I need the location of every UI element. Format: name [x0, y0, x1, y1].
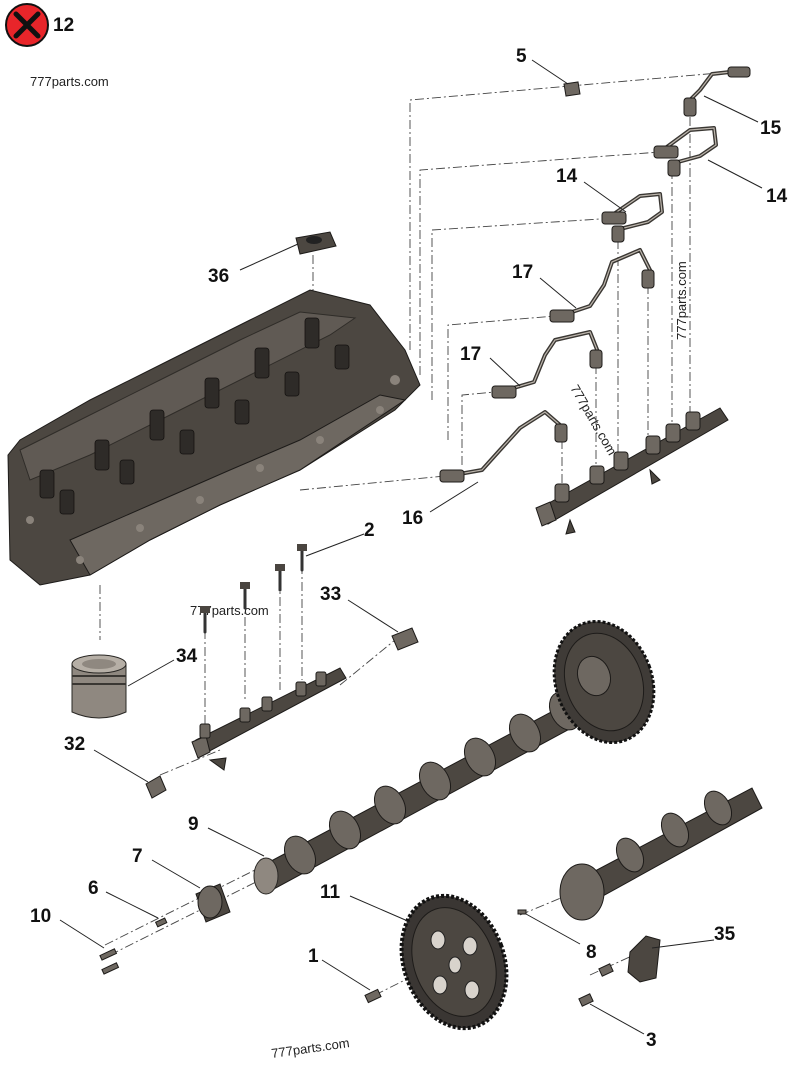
part-17-fuel-pipe-lower[interactable]: [491, 330, 603, 399]
part-3-bolt[interactable]: [578, 963, 614, 1007]
part-34-piston[interactable]: [71, 654, 127, 719]
callout-34: 34: [176, 646, 198, 667]
watermark: 777parts.com: [270, 1035, 350, 1061]
callout-8: 8: [586, 942, 597, 963]
callout-15: 15: [760, 118, 782, 139]
callout-7: 7: [132, 846, 143, 867]
part-10-bolts[interactable]: [99, 948, 120, 975]
callout-9: 9: [188, 814, 199, 835]
part-33-valve[interactable]: [391, 627, 419, 651]
part-7-bushing[interactable]: [195, 883, 231, 923]
part-36-cap[interactable]: [295, 231, 337, 255]
part-14-fuel-pipe-lower[interactable]: [601, 192, 664, 243]
part-6-pin[interactable]: [154, 917, 168, 928]
assembly-lines: [99, 71, 731, 996]
watermark: 777parts.com: [674, 261, 689, 340]
fuel-rail-lower[interactable]: [191, 667, 347, 771]
callout-3: 3: [646, 1030, 657, 1051]
callout-14: 14: [766, 186, 788, 207]
callout-1: 1: [308, 946, 319, 967]
leader-lines: [59, 59, 763, 1035]
badge-label: 12: [53, 15, 74, 36]
part-14-fuel-pipe-upper[interactable]: [653, 126, 718, 177]
callout-36: 36: [208, 266, 229, 287]
part-8-pin[interactable]: [517, 909, 527, 915]
part-15-fuel-pipe[interactable]: [683, 66, 751, 117]
callout-5: 5: [516, 46, 527, 67]
cylinder-head[interactable]: [7, 289, 421, 586]
part-11-gear[interactable]: [384, 881, 524, 1043]
callout-17: 17: [512, 262, 533, 283]
callout-33: 33: [320, 584, 341, 605]
part-1-bolt[interactable]: [364, 988, 382, 1004]
callout-6: 6: [88, 878, 99, 899]
part-2-bolts[interactable]: [200, 544, 307, 634]
callout-10: 10: [30, 906, 51, 927]
fuel-rail-upper[interactable]: [535, 407, 729, 535]
callout-17: 17: [460, 344, 481, 365]
part-32-plug[interactable]: [145, 775, 167, 799]
callout-32: 32: [64, 734, 85, 755]
watermark: 777parts.com: [567, 382, 619, 458]
callout-labels: 5 15 14 14 36 17 17 16 2 33 34 32 9 7 6 …: [30, 46, 788, 1051]
callout-11: 11: [320, 882, 341, 903]
watermark: 777parts.com: [30, 74, 109, 89]
callout-35: 35: [714, 924, 736, 945]
close-badge[interactable]: 12: [5, 3, 74, 47]
callout-16: 16: [402, 508, 423, 529]
camshaft-gear-upper[interactable]: [538, 607, 671, 756]
close-x-icon: [13, 11, 41, 39]
part-9-camshaft[interactable]: [253, 685, 613, 895]
part-17-fuel-pipe-upper[interactable]: [549, 248, 655, 323]
part-16-fuel-pipe[interactable]: [439, 410, 568, 483]
camshaft-secondary[interactable]: [559, 786, 763, 921]
callout-2: 2: [364, 520, 375, 541]
part-35-bracket[interactable]: [627, 935, 661, 983]
part-5-fitting[interactable]: [563, 81, 581, 97]
callout-14: 14: [556, 166, 578, 187]
